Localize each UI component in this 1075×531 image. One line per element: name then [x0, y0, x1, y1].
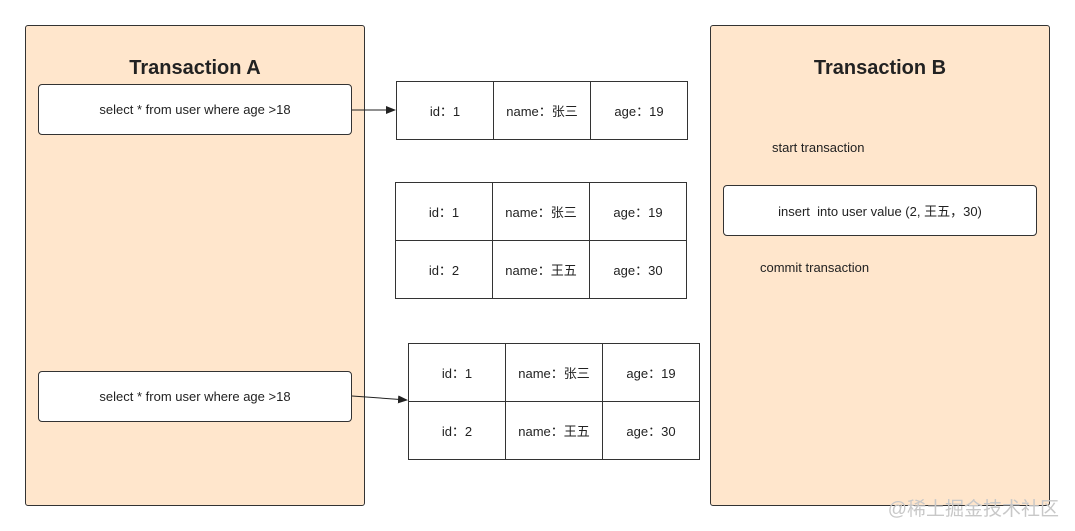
table-row: id：1 name：张三 age：19 — [395, 182, 687, 241]
transaction-b-panel: Transaction B — [710, 25, 1050, 506]
watermark: @稀土掘金技术社区 — [887, 499, 1059, 520]
table-row: id：1 name：张三 age：19 — [396, 81, 688, 140]
result-table-3: id：1 name：张三 age：19 id：2 name：王五 age：30 — [408, 343, 700, 460]
cell-age: age：30 — [602, 401, 700, 460]
cell-id: id：2 — [408, 401, 506, 460]
cell-age: age：19 — [589, 182, 687, 241]
transaction-b-title: Transaction B — [813, 57, 947, 79]
cell-name: name：王五 — [505, 401, 603, 460]
result-table-2: id：1 name：张三 age：19 id：2 name：王五 age：30 — [395, 182, 687, 299]
cell-name: name：张三 — [505, 343, 603, 402]
table-row: id：2 name：王五 age：30 — [408, 401, 700, 460]
cell-id: id：1 — [408, 343, 506, 402]
transaction-a-title: Transaction A — [129, 57, 261, 79]
cell-id: id：2 — [395, 240, 493, 299]
transaction-a-query-2: select * from user where age >18 — [38, 371, 352, 422]
cell-age: age：19 — [602, 343, 700, 402]
arrow-query-2-to-table-3 — [351, 395, 408, 404]
cell-name: name：王五 — [492, 240, 590, 299]
table-row: id：2 name：王五 age：30 — [395, 240, 687, 299]
cell-name: name：张三 — [492, 182, 590, 241]
cell-age: age：30 — [589, 240, 687, 299]
table-row: id：1 name：张三 age：19 — [408, 343, 700, 402]
transaction-a-query-1: select * from user where age >18 — [38, 84, 352, 135]
cell-age: age：19 — [590, 81, 688, 140]
commit-transaction-label: commit transaction — [760, 260, 870, 275]
insert-statement: insert into user value (2, 王五，30) — [723, 185, 1037, 236]
cell-id: id：1 — [396, 81, 494, 140]
result-table-1: id：1 name：张三 age：19 — [396, 81, 688, 140]
cell-name: name：张三 — [493, 81, 591, 140]
start-transaction-label: start transaction — [772, 140, 865, 155]
cell-id: id：1 — [395, 182, 493, 241]
